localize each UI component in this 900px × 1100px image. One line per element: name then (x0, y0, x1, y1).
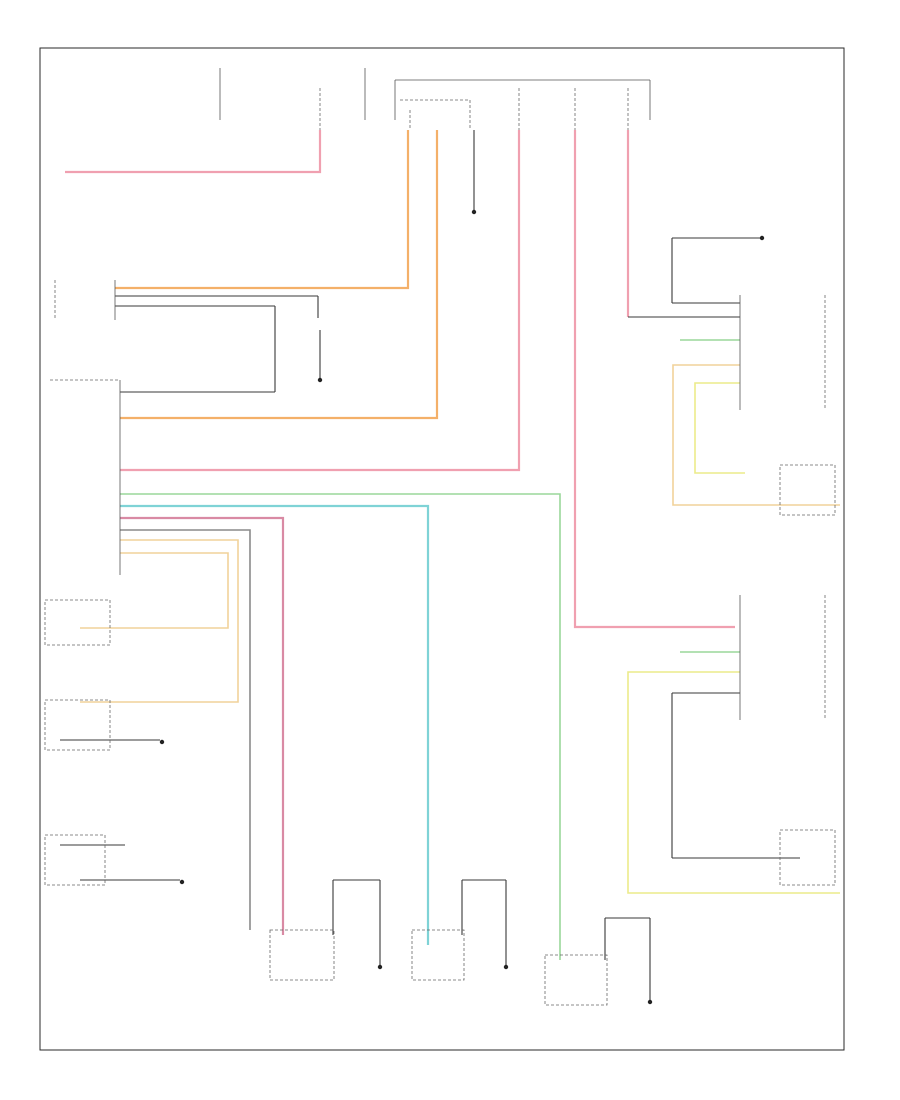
wire-green (120, 493, 561, 960)
wire-orange-loop-outer (115, 130, 410, 290)
switch-box-2 (411, 929, 465, 981)
ground-8 (759, 235, 765, 241)
wire-yellow-right (694, 382, 745, 474)
ground-1 (471, 209, 477, 215)
body-control-module (50, 280, 121, 575)
ground-5 (647, 999, 653, 1005)
ground-4 (503, 964, 509, 970)
ground-2 (317, 377, 323, 383)
switch-box-left-1 (44, 699, 111, 751)
wire-tan-left (80, 539, 239, 703)
diagram-frame (39, 47, 845, 1051)
switch-box-left-2 (44, 834, 106, 886)
wire-grey (120, 529, 251, 930)
wire-cyan (120, 504, 430, 945)
black-wiring (60, 130, 800, 1000)
switch-box-1 (269, 929, 335, 981)
wire-pink-body (120, 130, 521, 472)
ground-6 (159, 739, 165, 745)
wire-tan-right (672, 364, 840, 506)
switch-box-3 (544, 954, 608, 1006)
right-door-module-lower (739, 595, 826, 720)
ground-7 (179, 879, 185, 885)
wire-yellow-lower (627, 671, 840, 894)
top-junction-block (219, 68, 651, 130)
right-door-module-upper (739, 295, 826, 410)
wire-orange-loop-inner (120, 130, 439, 420)
wire-pink-feed (65, 130, 322, 174)
ground-3 (377, 964, 383, 970)
switch-box-right-2 (779, 464, 836, 516)
wire-tan-left-2 (80, 552, 229, 629)
switch-box-left-3 (44, 599, 111, 646)
wire-pink-right (573, 130, 735, 629)
switch-box-right (779, 829, 836, 886)
wire-mauve (120, 516, 285, 935)
